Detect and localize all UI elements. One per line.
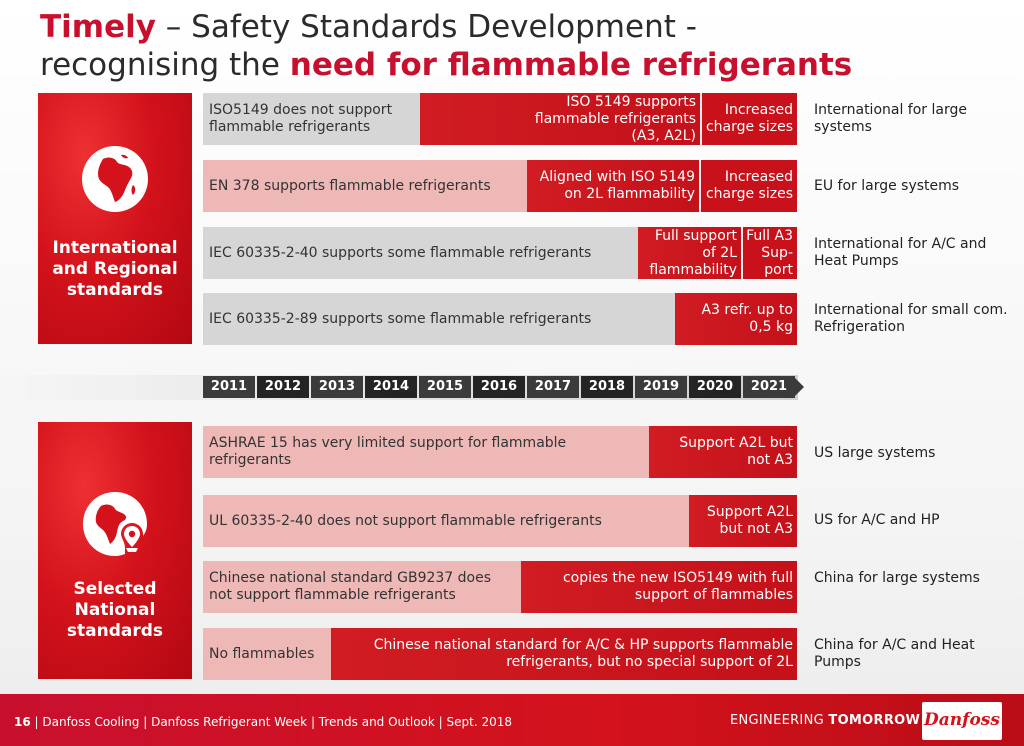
standard-row-iec60335-2-89: IEC 60335-2-89 supports some flammable r…: [203, 293, 797, 345]
international-standards-panel: International and Regional standards: [38, 93, 192, 344]
timeline-segment: Increased charge sizes: [699, 160, 797, 212]
row-scope-note: International for small com. Refrigerati…: [814, 302, 1008, 335]
timeline-segment: IEC 60335-2-40 supports some flammable r…: [203, 227, 638, 279]
footer-separator: |: [30, 715, 43, 729]
timeline-segment: ISO 5149 supports flammable refrigerants…: [420, 93, 700, 145]
title-text: – Safety Standards Development -: [155, 9, 697, 45]
timeline-segment: copies the new ISO5149 with full support…: [521, 561, 797, 613]
row-scope-note: China for A/C and Heat Pumps: [814, 637, 975, 670]
row-scope-note: US large systems: [814, 445, 936, 461]
row-scope-note: EU for large systems: [814, 178, 960, 194]
year-label: 2021: [743, 376, 795, 398]
page-number: 16: [14, 715, 31, 729]
year-label: 2015: [419, 376, 471, 398]
timeline-segment: A3 refr. up to 0,5 kg: [675, 293, 797, 345]
international-section-label: International and Regional standards: [52, 238, 178, 300]
year-timeline: 2011 2012 2013 2014 2015 2016 2017 2018 …: [203, 376, 796, 398]
timeline-segment: No flammables: [203, 628, 331, 680]
standard-row-ashrae15: ASHRAE 15 has very limited support for f…: [203, 426, 797, 478]
year-label: 2016: [473, 376, 525, 398]
timeline-segment: ASHRAE 15 has very limited support for f…: [203, 426, 649, 478]
logo-wordmark: Danfoss: [924, 710, 1000, 730]
danfoss-logo: Danfoss: [922, 702, 1002, 740]
standard-row-gb9237: Chinese national standard GB9237 does no…: [203, 561, 797, 613]
standard-row-china-ac-hp: No flammables Chinese national standard …: [203, 628, 797, 680]
year-label: 2017: [527, 376, 579, 398]
globe-africa-icon: [82, 146, 148, 212]
year-label: 2019: [635, 376, 687, 398]
subtitle-emphasis: need for flammable refrigerants: [289, 47, 853, 83]
row-scope-note: China for large systems: [814, 570, 980, 586]
timeline-segment: Chinese national standard for A/C & HP s…: [331, 628, 797, 680]
timeline-segment: EN 378 supports flammable refrigerants: [203, 160, 527, 212]
national-standards-panel: Selected National standards: [38, 422, 192, 679]
timeline-segment: Full support of 2L flammability: [638, 227, 741, 279]
standard-row-en378: EN 378 supports flammable refrigerants A…: [203, 160, 797, 212]
title-emphasis: Timely: [40, 9, 156, 45]
footer-bar: 16 | Danfoss Cooling | Danfoss Refrigera…: [0, 694, 1024, 746]
standard-row-ul60335-2-40: UL 60335-2-40 does not support flammable…: [203, 495, 797, 547]
timeline-segment: ISO5149 does not support flammable refri…: [203, 93, 420, 145]
standard-row-iec60335-2-40: IEC 60335-2-40 supports some flammable r…: [203, 227, 797, 279]
standard-row-iso5149: ISO5149 does not support flammable refri…: [203, 93, 797, 145]
footer-description: Danfoss Cooling | Danfoss Refrigerant We…: [42, 715, 512, 729]
timeline-segment: Increased charge sizes: [700, 93, 797, 145]
national-section-label: Selected National standards: [66, 579, 164, 641]
timeline-segment: Support A2L but not A3: [689, 495, 797, 547]
timeline-segment: Chinese national standard GB9237 does no…: [203, 561, 521, 613]
row-scope-note: US for A/C and HP: [814, 512, 940, 528]
globe-location-pin-icon: [83, 492, 147, 556]
timeline-segment: Full A3 Sup-port: [741, 227, 797, 279]
timeline-segment: UL 60335-2-40 does not support flammable…: [203, 495, 689, 547]
year-label: 2014: [365, 376, 417, 398]
tagline-plain: ENGINEERING: [730, 713, 829, 728]
year-label: 2012: [257, 376, 309, 398]
timeline-arrow-icon: [793, 376, 804, 398]
footer-caption: 16 | Danfoss Cooling | Danfoss Refrigera…: [14, 715, 512, 729]
slide-title-line1: Timely – Safety Standards Development -: [40, 8, 1000, 47]
year-label: 2011: [203, 376, 255, 398]
row-scope-note: International for large systems: [814, 102, 967, 135]
year-label: 2020: [689, 376, 741, 398]
timeline-segment: IEC 60335-2-89 supports some flammable r…: [203, 293, 675, 345]
year-label: 2018: [581, 376, 633, 398]
slide-title-line2: recognising the need for flammable refri…: [40, 46, 852, 85]
subtitle-text: recognising the: [40, 47, 290, 83]
timeline-segment: Aligned with ISO 5149 on 2L flammability: [527, 160, 699, 212]
tagline: ENGINEERING TOMORROW: [730, 713, 920, 729]
row-scope-note: International for A/C and Heat Pumps: [814, 236, 987, 269]
year-label: 2013: [311, 376, 363, 398]
timeline-segment: Support A2L but not A3: [649, 426, 797, 478]
tagline-bold: TOMORROW: [828, 713, 921, 728]
